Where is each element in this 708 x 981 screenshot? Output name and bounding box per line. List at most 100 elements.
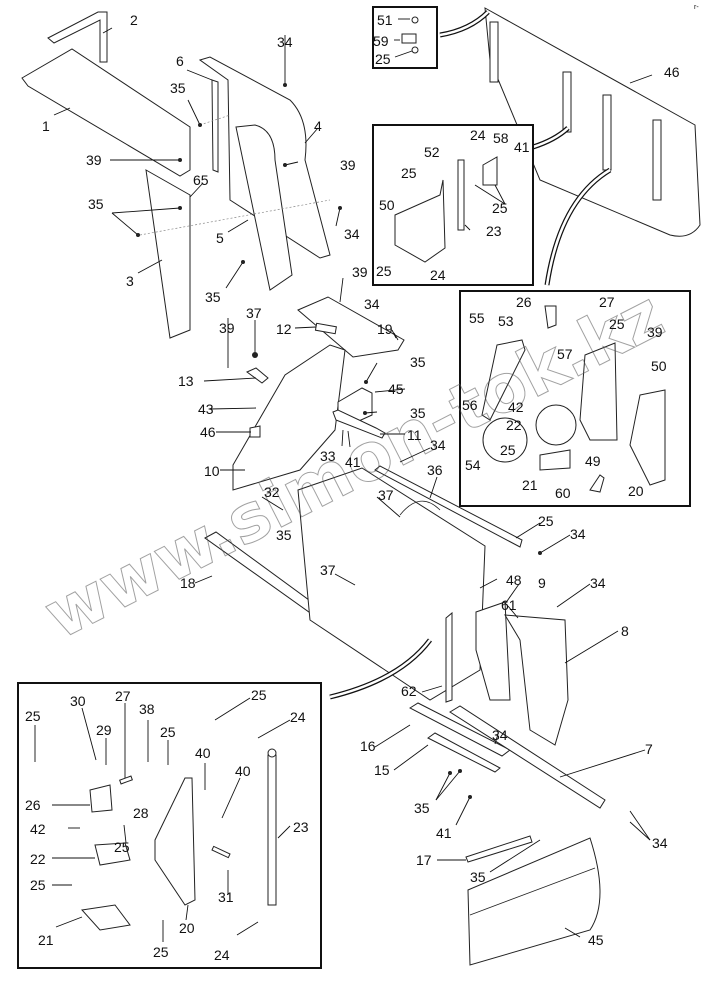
callout-25-r1: 25 bbox=[609, 316, 625, 332]
callout-32: 25 bbox=[538, 513, 554, 529]
callout-8: 8 bbox=[621, 623, 629, 639]
part-3-side-panel bbox=[145, 169, 191, 339]
part-12-block bbox=[314, 322, 337, 335]
callout-15: 15 bbox=[374, 762, 390, 778]
part-27-pin bbox=[119, 775, 133, 785]
hinge-strap bbox=[489, 21, 499, 83]
callout-34-side: 34 bbox=[344, 226, 360, 242]
callout-31: 31 bbox=[218, 889, 234, 905]
callout-25-b5: 25 bbox=[30, 877, 46, 893]
callout-21-r: 21 bbox=[522, 477, 538, 493]
callout-49: 49 bbox=[585, 453, 601, 469]
callout-25-d: 25 bbox=[376, 263, 392, 279]
callout-19: 19 bbox=[377, 321, 393, 337]
callout-25-b1: 25 bbox=[25, 708, 41, 724]
callout-56: 56 bbox=[462, 397, 478, 413]
hinge-strap bbox=[602, 94, 612, 171]
callout-21-b: 21 bbox=[38, 932, 54, 948]
part-23-gas-strut bbox=[267, 754, 277, 906]
callout-24-b: 24 bbox=[430, 267, 446, 283]
part-61-panel bbox=[484, 7, 701, 237]
callout-23-b: 23 bbox=[293, 819, 309, 835]
callout-62: 48 bbox=[506, 572, 522, 588]
callout-18: 18 bbox=[180, 575, 196, 591]
callout-37-bottom: 37 bbox=[320, 562, 336, 578]
part-21-latch bbox=[81, 904, 131, 931]
inset-box-gas-strut bbox=[372, 124, 534, 286]
callout-24-b1: 24 bbox=[290, 709, 306, 725]
callout-61: 46 bbox=[664, 64, 680, 80]
callout-37-top: 37 bbox=[246, 305, 262, 321]
callout-7: 7 bbox=[645, 741, 653, 757]
part-53-lever bbox=[481, 339, 526, 421]
callout-22-b: 22 bbox=[30, 851, 46, 867]
callout-27-r: 27 bbox=[599, 294, 615, 310]
part-36-handle bbox=[399, 500, 441, 516]
callout-65: 65 bbox=[193, 172, 209, 188]
part-49-plate bbox=[579, 342, 618, 441]
callout-37-mid: 37 bbox=[378, 487, 394, 503]
callout-35-left: 35 bbox=[88, 196, 104, 212]
callout-46: 46 bbox=[200, 424, 216, 440]
callout-60: 60 bbox=[555, 485, 571, 501]
callout-59: 59 bbox=[373, 33, 389, 49]
main-callouts: 2 1 3 4 5 6 35 39 65 39 35 34 35 34 46 3… bbox=[42, 12, 680, 948]
callout-4: 4 bbox=[314, 118, 322, 134]
latch-bottom-inset-parts bbox=[81, 748, 277, 931]
callout-26-b: 26 bbox=[25, 797, 41, 813]
callout-9: 9 bbox=[538, 575, 546, 591]
part-8-end-panel bbox=[504, 614, 569, 746]
part-13-bracket bbox=[246, 367, 269, 384]
callout-17: 17 bbox=[416, 852, 432, 868]
callout-45: 45 bbox=[388, 381, 404, 397]
callout-42-b: 42 bbox=[30, 821, 46, 837]
callout-35-top: 35 bbox=[170, 80, 186, 96]
latch-right-inset-parts bbox=[481, 305, 666, 493]
part-5-inner-panel bbox=[235, 124, 293, 291]
callout-13: 13 bbox=[178, 373, 194, 389]
strut-end bbox=[267, 748, 277, 758]
part-15-plate bbox=[427, 732, 501, 773]
inset-latch-right-callouts: 26 27 55 53 25 39 57 50 56 42 22 25 54 4… bbox=[462, 294, 667, 501]
callout-35-mid2: 35 bbox=[410, 405, 426, 421]
part-23-gas-strut bbox=[457, 159, 465, 231]
part-48-ridge bbox=[469, 867, 596, 916]
callout-16: 16 bbox=[360, 738, 376, 754]
callout-55: 55 bbox=[469, 310, 485, 326]
part-46-clip bbox=[249, 425, 261, 438]
part-20-plate bbox=[154, 777, 196, 906]
callout-58: 58 bbox=[493, 130, 509, 146]
callout-25-b4: 25 bbox=[114, 839, 130, 855]
callout-12: 12 bbox=[276, 321, 292, 337]
inset-latch-bottom-callouts: 25 30 27 38 29 25 25 24 40 40 26 28 42 2… bbox=[25, 687, 309, 963]
part-52-bracket bbox=[394, 179, 446, 263]
callout-34-plate: 34 bbox=[364, 296, 380, 312]
inset-gas-strut-callouts: 24 58 41 52 25 50 23 25 25 24 bbox=[376, 127, 530, 283]
callout-41-inset: 41 bbox=[514, 139, 530, 155]
callout-63: 61 bbox=[501, 597, 517, 613]
callout-54: 54 bbox=[465, 457, 481, 473]
callout-34-corner: 34 bbox=[652, 835, 668, 851]
callout-52: 52 bbox=[424, 144, 440, 160]
callout-24-a: 24 bbox=[470, 127, 486, 143]
part-1-top-panel bbox=[21, 48, 191, 177]
callout-23-inset: 23 bbox=[486, 223, 502, 239]
callout-29: 29 bbox=[96, 722, 112, 738]
middle-assembly bbox=[232, 296, 405, 491]
callout-24-b2: 24 bbox=[214, 947, 230, 963]
callout-5: 5 bbox=[216, 230, 224, 246]
callout-39-right: 39 bbox=[340, 157, 356, 173]
part-26-block bbox=[89, 784, 113, 813]
callout-25-b: 25 bbox=[401, 165, 417, 181]
part-2-bracket bbox=[47, 11, 108, 63]
callout-27-b: 27 bbox=[115, 688, 131, 704]
callout-25-main: 33 bbox=[320, 448, 336, 464]
hinge-strap bbox=[652, 119, 662, 201]
callout-30: 30 bbox=[70, 693, 86, 709]
callout-26-r: 26 bbox=[516, 294, 532, 310]
callout-34-bar: 34 bbox=[570, 526, 586, 542]
bolt-icon bbox=[411, 16, 419, 24]
hinge-strap bbox=[562, 71, 572, 133]
callout-40-b: 40 bbox=[235, 763, 251, 779]
part-26-block bbox=[544, 305, 557, 329]
